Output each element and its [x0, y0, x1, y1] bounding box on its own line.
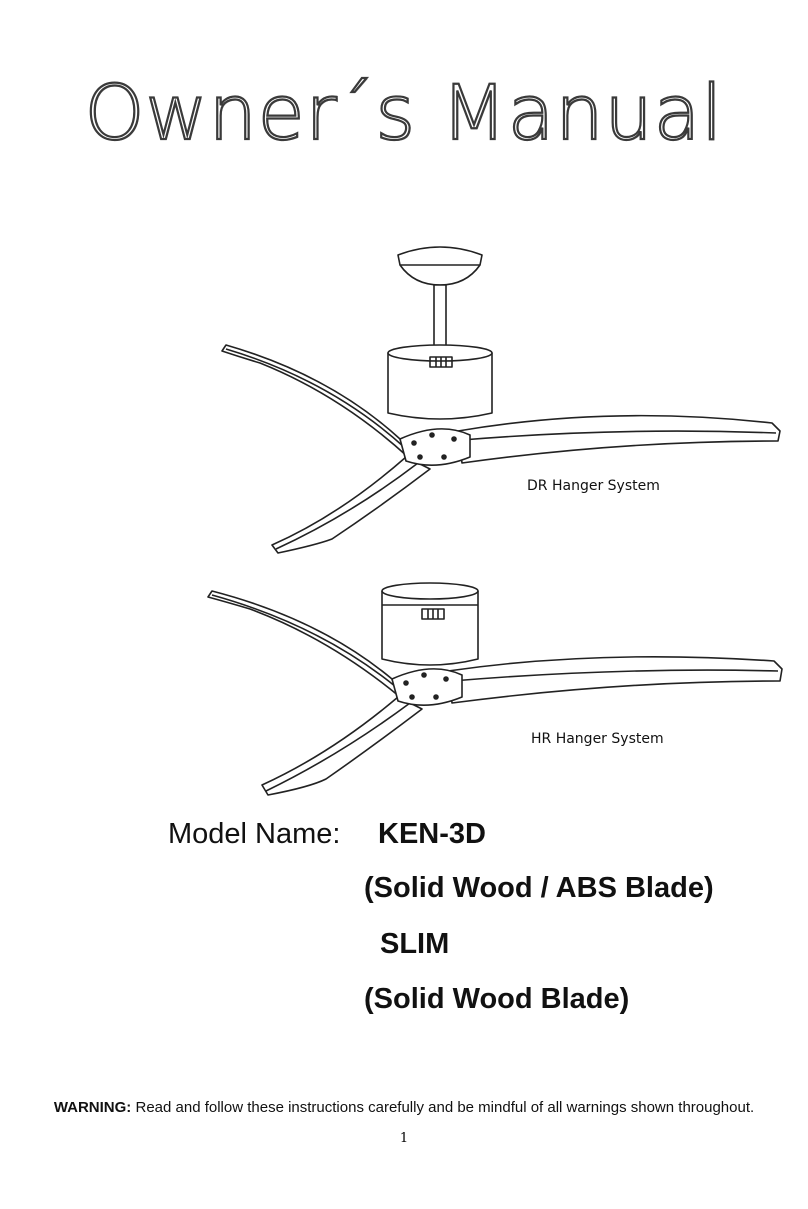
model-name-label: Model Name: — [168, 818, 341, 850]
warning-notice: WARNING: Read and follow these instructi… — [0, 1099, 808, 1116]
dr-hanger-caption: DR Hanger System — [527, 478, 660, 494]
model-line-3: SLIM — [380, 928, 450, 960]
model-line-1: KEN-3D — [378, 818, 486, 850]
dr-hanger-fan-drawing — [200, 235, 800, 565]
warning-prefix: WARNING: — [53, 1099, 132, 1116]
model-line-4: (Solid Wood Blade) — [364, 983, 630, 1015]
page-title: Owner´s Manual — [84, 67, 724, 158]
model-line-2: (Solid Wood / ABS Blade) — [364, 872, 714, 904]
hr-hanger-fan-drawing — [200, 575, 800, 810]
warning-text: Read and follow these instructions caref… — [131, 1099, 755, 1116]
hr-hanger-caption: HR Hanger System — [531, 731, 664, 747]
page-number: 1 — [399, 1131, 409, 1146]
